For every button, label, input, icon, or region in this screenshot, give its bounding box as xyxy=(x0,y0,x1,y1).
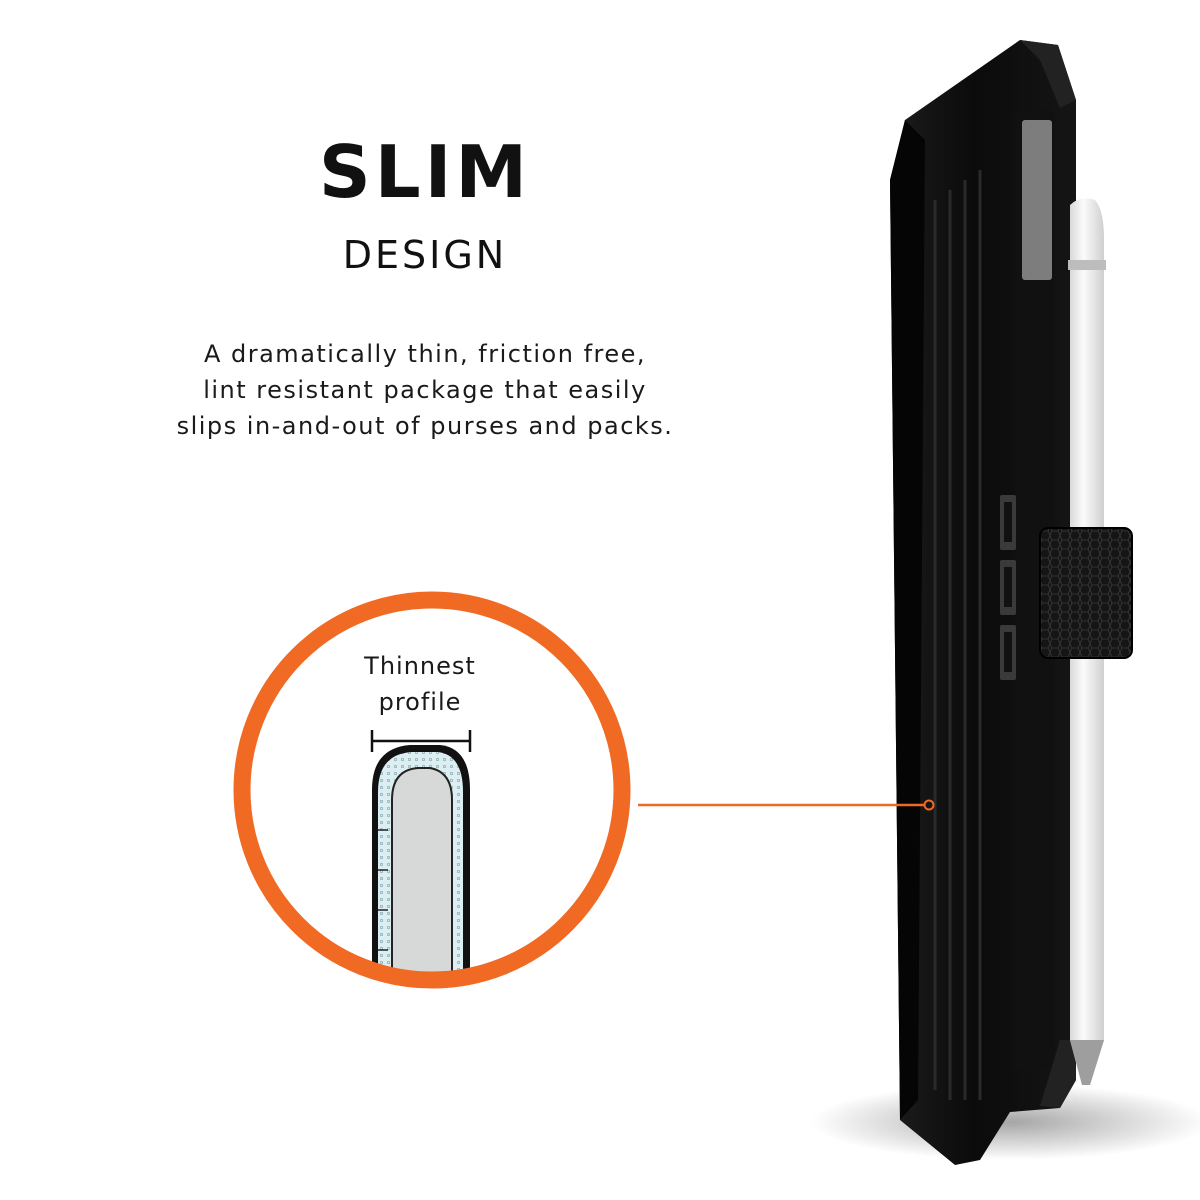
dimension-bracket xyxy=(370,730,472,752)
pencil-strap xyxy=(1039,527,1133,659)
uag-logo-icon xyxy=(1000,495,1016,680)
description: A dramatically thin, friction free, lint… xyxy=(130,336,720,444)
callout-magnifier xyxy=(233,591,631,989)
case-grooves xyxy=(933,170,982,1100)
callout-label-line: Thinnest xyxy=(364,652,476,680)
tablet-layer xyxy=(391,767,453,980)
callout-label-line: profile xyxy=(378,688,462,716)
target-dot-icon xyxy=(923,799,935,811)
subheadline: DESIGN xyxy=(342,233,508,277)
headline: SLIM xyxy=(318,130,532,214)
callout-label: Thinnest profile xyxy=(330,648,510,720)
tablet-screen-edge xyxy=(1015,110,1055,1070)
tablet-case xyxy=(890,40,1076,1165)
description-line: lint resistant package that easily xyxy=(203,376,647,404)
description-line: A dramatically thin, friction free, xyxy=(203,340,647,368)
description-line: slips in-and-out of purses and packs. xyxy=(176,412,674,440)
